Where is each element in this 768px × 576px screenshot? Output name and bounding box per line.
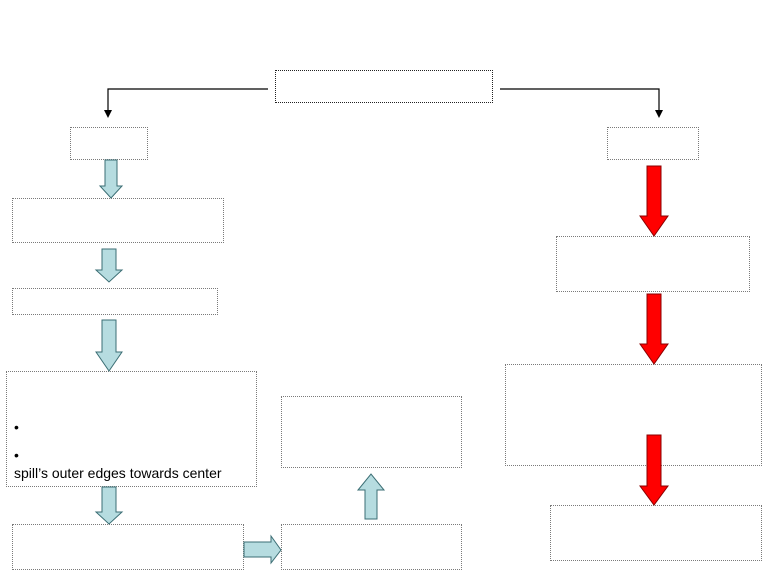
left-step-1-box — [12, 198, 224, 243]
right-connector — [500, 88, 660, 112]
left-connector — [107, 88, 268, 112]
blue-up-arrow — [356, 473, 386, 520]
left-branch-box — [70, 127, 148, 160]
middle-bottom-box — [281, 524, 462, 570]
left-bottom-box — [12, 524, 244, 570]
right-branch-box — [607, 127, 699, 160]
right-step-2-box — [505, 364, 762, 466]
middle-upper-box — [281, 396, 462, 468]
red-down-arrow-3 — [639, 434, 669, 506]
right-step-1-box — [556, 236, 750, 292]
top-root-box — [275, 70, 493, 103]
red-down-arrow-1 — [639, 165, 669, 237]
blue-down-arrow-1 — [98, 159, 124, 199]
blue-down-arrow-4 — [94, 486, 124, 525]
bullet-point-1: • — [14, 419, 19, 435]
left-step-2-box — [12, 288, 218, 315]
spill-edges-text: spill’s outer edges towards center — [14, 465, 222, 481]
right-step-3-box — [550, 505, 762, 561]
left-connector-arrowhead — [104, 110, 112, 118]
blue-down-arrow-3 — [95, 319, 123, 372]
blue-right-arrow — [243, 534, 282, 565]
left-step-3-box — [6, 371, 257, 487]
bullet-point-2: • — [14, 447, 19, 463]
red-down-arrow-2 — [639, 293, 669, 365]
right-connector-arrowhead — [655, 110, 663, 118]
blue-down-arrow-2 — [94, 248, 124, 283]
